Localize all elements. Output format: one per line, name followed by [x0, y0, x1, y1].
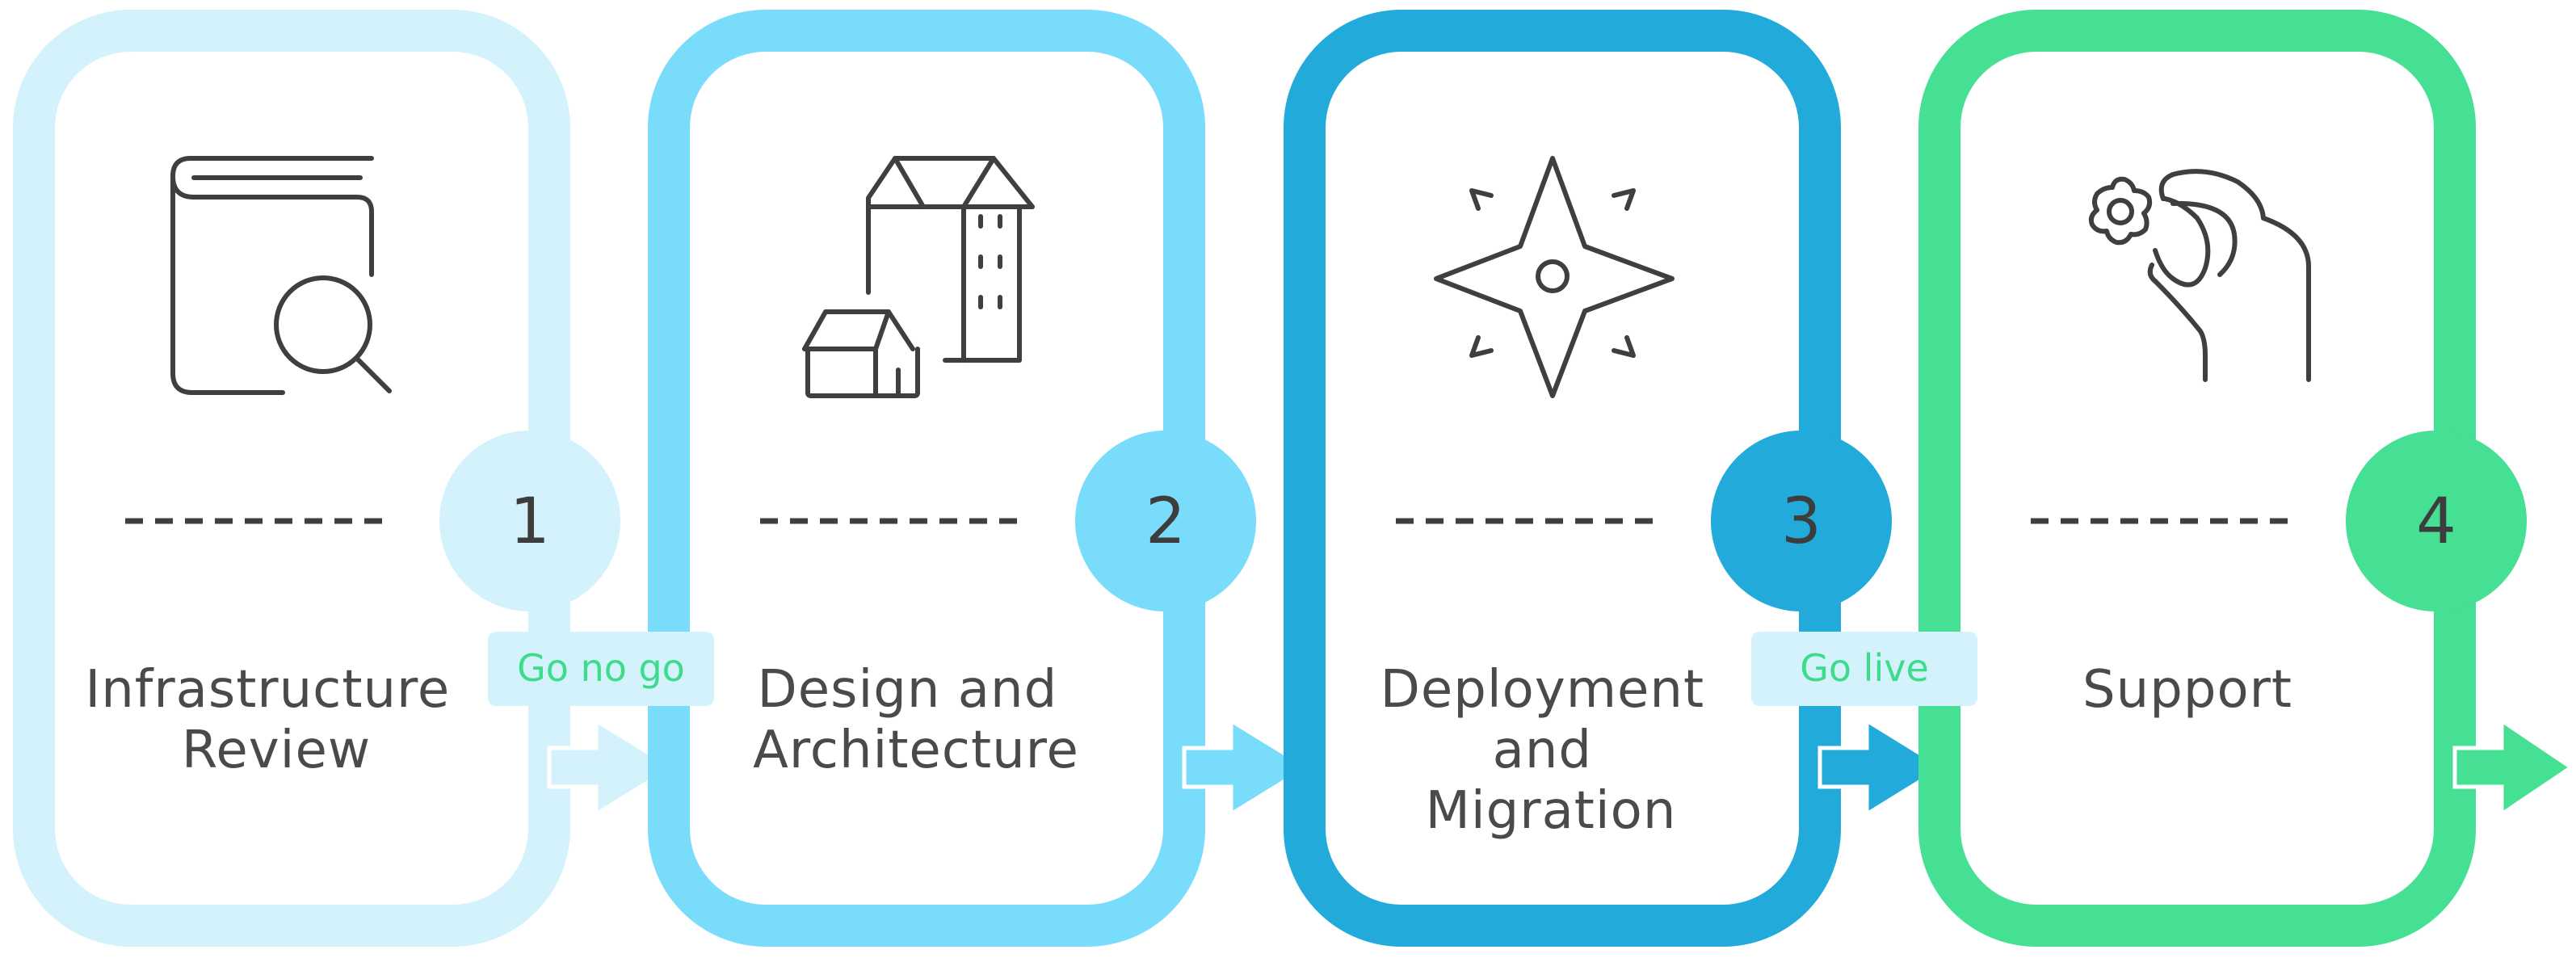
step-4-number: 4: [2416, 485, 2456, 558]
step-1-number: 1: [510, 485, 550, 558]
step-1-badge: [439, 431, 620, 611]
gate-go-no-go: Go no go: [488, 632, 714, 706]
step-2-title: Design and Architecture: [753, 660, 1079, 780]
step-2-arrow: [1182, 716, 1311, 818]
step-4-title: Support: [2082, 660, 2292, 720]
gate-go-no-go-label: Go no go: [517, 646, 685, 690]
step-3-arrow: [1817, 716, 1947, 818]
step-3-title: Deployment and Migration: [1380, 660, 1722, 841]
step-1-title: Infrastructure Review: [85, 660, 467, 780]
step-2-title-line-2: Architecture: [753, 721, 1079, 780]
gate-go-live-label: Go live: [1800, 646, 1929, 690]
step-3-title-line-1: Deployment: [1380, 660, 1704, 720]
step-2-number: 2: [1145, 485, 1186, 558]
book-search-icon: [170, 156, 392, 395]
step-4-arrow: [2452, 716, 2575, 818]
step-3-number: 3: [1781, 485, 1822, 558]
gate-go-live-box: [1751, 632, 1977, 706]
step-2-title-line-1: Design and: [757, 660, 1057, 720]
step-1-arrow: [547, 716, 676, 818]
gate-go-live: Go live: [1751, 632, 1977, 706]
step-1-title-line-1: Infrastructure: [85, 660, 450, 720]
step-2: 2 Design and Architecture: [648, 10, 1311, 947]
step-1-title-line-2: Review: [182, 721, 371, 780]
step-3-title-line-3: Migration: [1426, 781, 1677, 841]
step-4: 4 Support: [1918, 10, 2575, 947]
step-2-badge: [1075, 431, 1256, 611]
step-4-title-line-1: Support: [2082, 660, 2292, 720]
step-3-badge: [1711, 431, 1892, 611]
gate-go-no-go-box: [488, 632, 714, 706]
step-1: 1 Infrastructure Review: [13, 10, 676, 947]
compass-star-icon: [1434, 156, 1675, 398]
step-3: 3 Deployment and Migration: [1284, 10, 1947, 947]
hand-gear-icon: [2088, 169, 2311, 382]
buildings-icon: [802, 156, 1035, 398]
step-3-title-line-2: and: [1493, 721, 1592, 780]
step-4-badge: [2346, 431, 2527, 611]
